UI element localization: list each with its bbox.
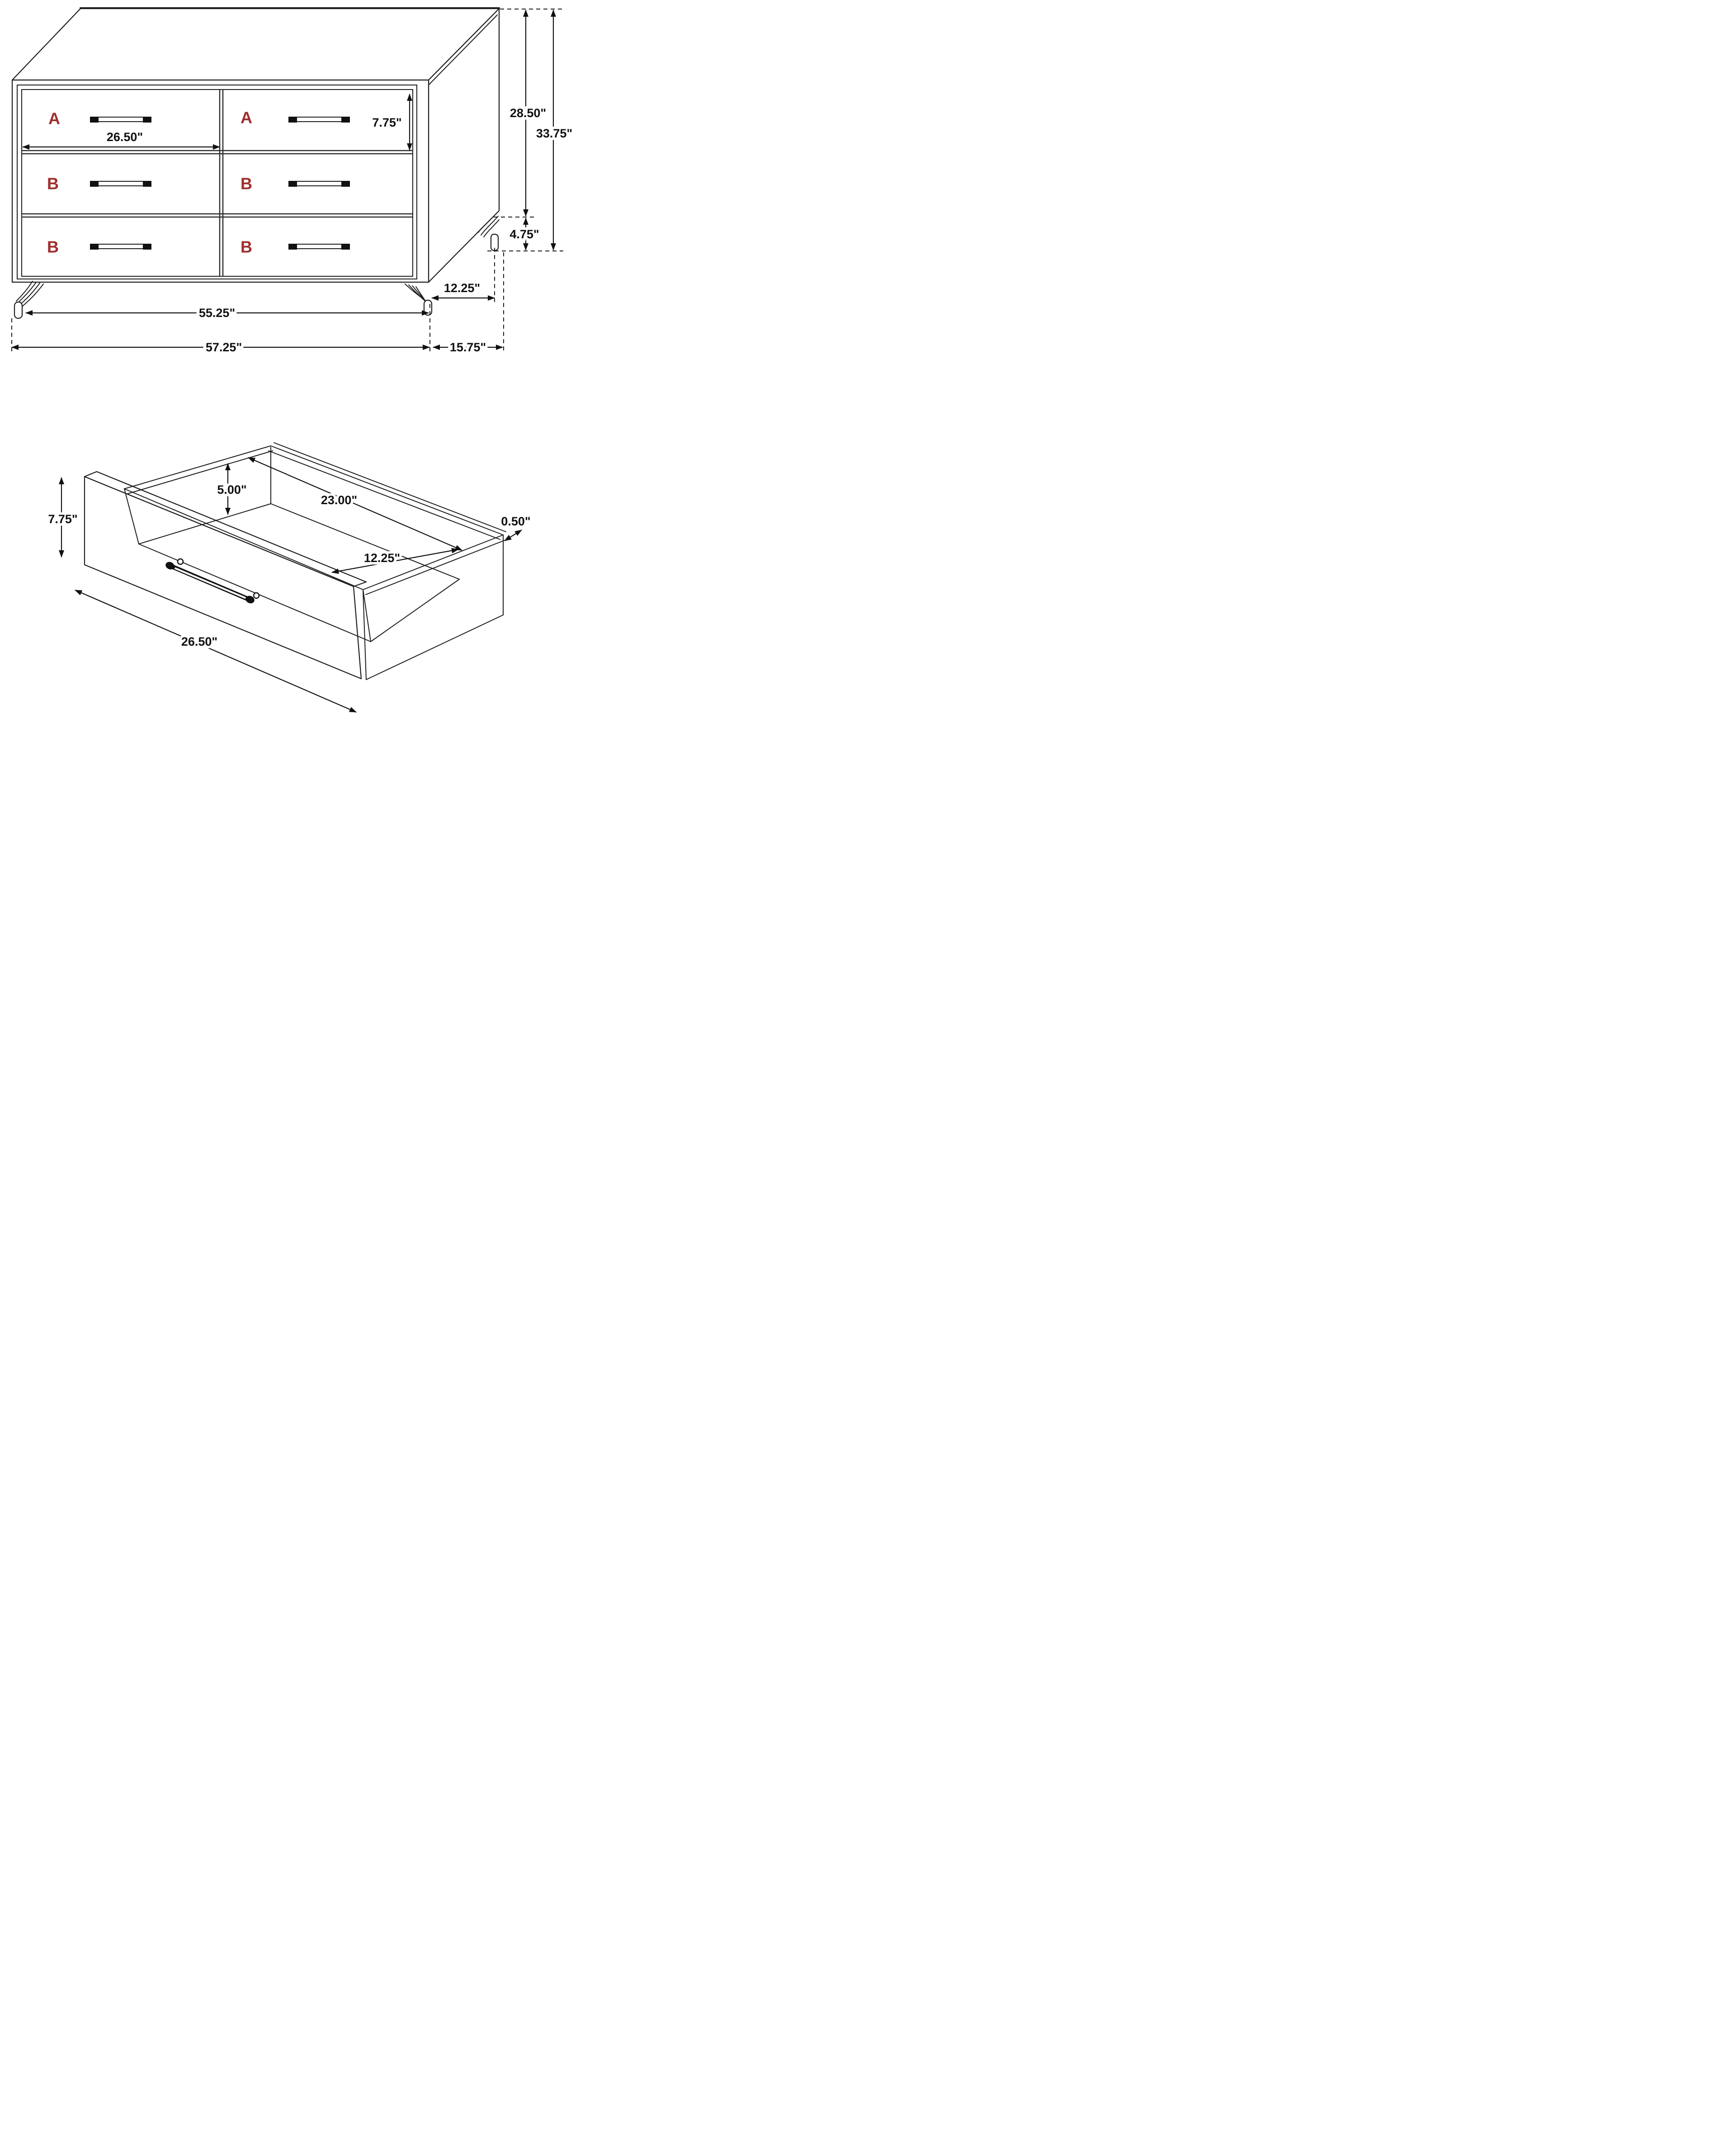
dim-overall-depth: 15.75": [450, 340, 486, 354]
drawer-handle-b1: [90, 181, 151, 187]
drawer-label-b3: B: [47, 238, 59, 256]
floor-right-edge: [370, 579, 460, 642]
dim-leg-span-width: 55.25": [199, 306, 235, 320]
dim-line-front-width: [75, 589, 357, 713]
furniture-dimension-sheet: A A B B B B: [0, 0, 579, 715]
dresser-front-frame-mid: [17, 85, 417, 279]
right-wall-bottom-edge: [366, 614, 504, 680]
dim-wall-thickness: 0.50": [501, 515, 530, 528]
dim-leg-height: 4.75": [509, 227, 539, 241]
handle-post-left: [177, 558, 184, 565]
drawer-label-b1: B: [47, 175, 59, 193]
dim-overall-width: 57.25": [206, 340, 242, 354]
drawer-handle-b2: [288, 181, 350, 187]
drawer-label-b4: B: [241, 238, 252, 256]
drawer-handle-a2: [288, 117, 350, 123]
dresser-view: A A B B B B: [11, 7, 575, 357]
drawer-handle-a1: [90, 117, 151, 123]
front-right-leg: [405, 284, 433, 316]
back-wall-top-back-edge: [274, 442, 506, 532]
left-wall-top-outer: [124, 445, 271, 489]
drawer-label-b2: B: [241, 175, 252, 193]
dim-inner-height: 5.00": [217, 483, 246, 496]
drawer-label-a2: A: [241, 109, 252, 127]
dim-drawer-height: 7.75": [372, 116, 401, 129]
dresser-front-frame-inner: [21, 89, 413, 277]
right-wall-top-inner: [365, 540, 505, 595]
dim-line-wall-thickness: [504, 529, 522, 541]
back-wall-top-outer: [270, 445, 504, 535]
drawer-view: 7.75" 5.00" 23.00" 12.25" 0.50" 26.50": [46, 442, 533, 713]
front-left-leg: [14, 281, 44, 319]
front-inner-rim: [124, 488, 363, 590]
dim-leg-span-depth: 12.25": [444, 281, 480, 295]
dim-line-inner-depth: [331, 548, 459, 574]
dim-inner-depth: 12.25": [364, 551, 400, 565]
dresser-top-face: [11, 8, 500, 81]
dim-inner-width: 23.00": [321, 493, 357, 507]
dimension-diagram: A A B B B B: [11, 7, 575, 713]
handle-post-right: [253, 592, 260, 599]
dim-overall-height: 33.75": [536, 127, 572, 140]
dim-drawer-width: 26.50": [107, 130, 143, 144]
dresser-front-face: [11, 79, 429, 283]
dim-case-height: 28.50": [510, 106, 546, 120]
back-wall-top-inner: [268, 450, 500, 540]
interior-front-right-corner: [363, 589, 371, 642]
dresser-right-face-inner-line: [427, 14, 498, 86]
drawer-handle-b4: [288, 244, 350, 250]
drawer-handle-b3: [90, 244, 151, 250]
drawer-label-a1: A: [48, 109, 60, 128]
front-left-foot: [14, 301, 23, 319]
left-wall-top-inner: [127, 450, 273, 494]
right-wall-front-edge: [363, 590, 367, 680]
dim-front-width: 26.50": [181, 635, 217, 648]
dim-line-inner-width: [248, 457, 462, 551]
drawer-front-panel: [84, 476, 362, 680]
dim-front-height: 7.75": [48, 512, 77, 526]
interior-front-left-corner: [124, 488, 139, 544]
